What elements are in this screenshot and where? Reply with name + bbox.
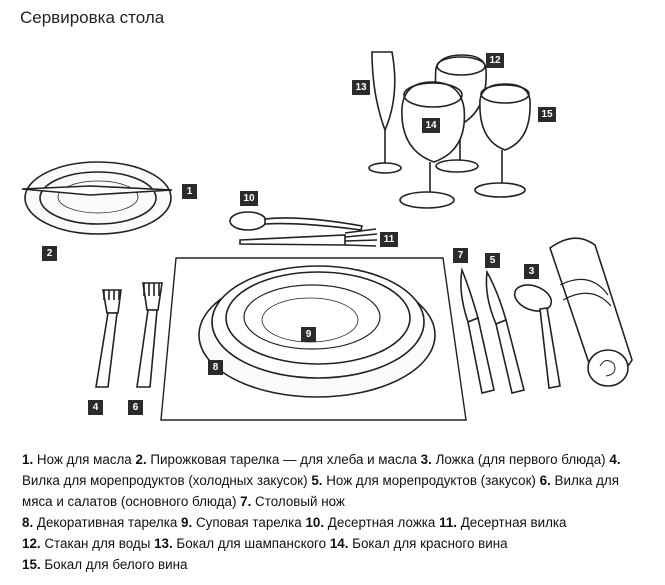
legend-item: 8. Декоративная тарелка	[22, 515, 178, 530]
soup-spoon	[513, 284, 561, 389]
seafood-knife	[485, 269, 525, 394]
legend-item: 12. Стакан для воды	[22, 536, 151, 551]
legend-item: 1. Нож для масла	[22, 452, 132, 467]
legend-item: 4. Вилка для морепродуктов (холодных зак…	[22, 452, 621, 488]
red-wine-glass	[399, 81, 466, 209]
legend-item: 7. Столовый нож	[240, 494, 345, 509]
legend-item: 14. Бокал для красного вина	[329, 536, 508, 551]
white-wine-glass	[474, 83, 531, 198]
callout-5: 5	[485, 253, 500, 268]
callout-4: 4	[88, 400, 103, 415]
rolled-napkin	[549, 237, 633, 387]
callout-14: 14	[422, 118, 440, 133]
butter-knife	[21, 185, 173, 196]
champagne-glass	[368, 51, 402, 174]
callout-8: 8	[208, 360, 223, 375]
callout-9: 9	[301, 327, 316, 342]
dessert-fork	[239, 228, 378, 247]
callout-1: 1	[182, 184, 197, 199]
legend-item: 6. Вилка для мяса и салатов (основного б…	[22, 473, 619, 509]
meat-fork	[136, 282, 163, 388]
table-setting-illustration	[21, 51, 633, 421]
legend-item: 10. Десертная ложка	[305, 515, 436, 530]
legend: 1. Нож для масла 2. Пирожковая тарелка —…	[22, 449, 642, 575]
legend-item: 13. Бокал для шампанского	[154, 536, 327, 551]
legend-item: 9. Суповая тарелка	[181, 515, 302, 530]
callout-3: 3	[524, 264, 539, 279]
callout-2: 2	[42, 246, 57, 261]
page-title: Сервировка стола	[20, 8, 165, 27]
bread-plate	[24, 161, 172, 235]
table-knife	[460, 267, 495, 394]
callout-11: 11	[380, 232, 398, 247]
callout-10: 10	[240, 191, 258, 206]
legend-item: 5. Нож для морепродуктов (закусок)	[311, 473, 536, 488]
legend-item: 3. Ложка (для первого блюда)	[420, 452, 606, 467]
seafood-fork	[95, 289, 122, 388]
callout-13: 13	[352, 80, 370, 95]
soup-plate	[211, 265, 425, 379]
callout-6: 6	[128, 400, 143, 415]
legend-item: 11. Десертная вилка	[439, 515, 567, 530]
legend-item: 2. Пирожковая тарелка — для хлеба и масл…	[135, 452, 417, 467]
callout-7: 7	[453, 248, 468, 263]
dessert-spoon	[229, 211, 363, 231]
callout-12: 12	[486, 53, 504, 68]
legend-item: 15. Бокал для белого вина	[22, 557, 188, 572]
callout-15: 15	[538, 107, 556, 122]
